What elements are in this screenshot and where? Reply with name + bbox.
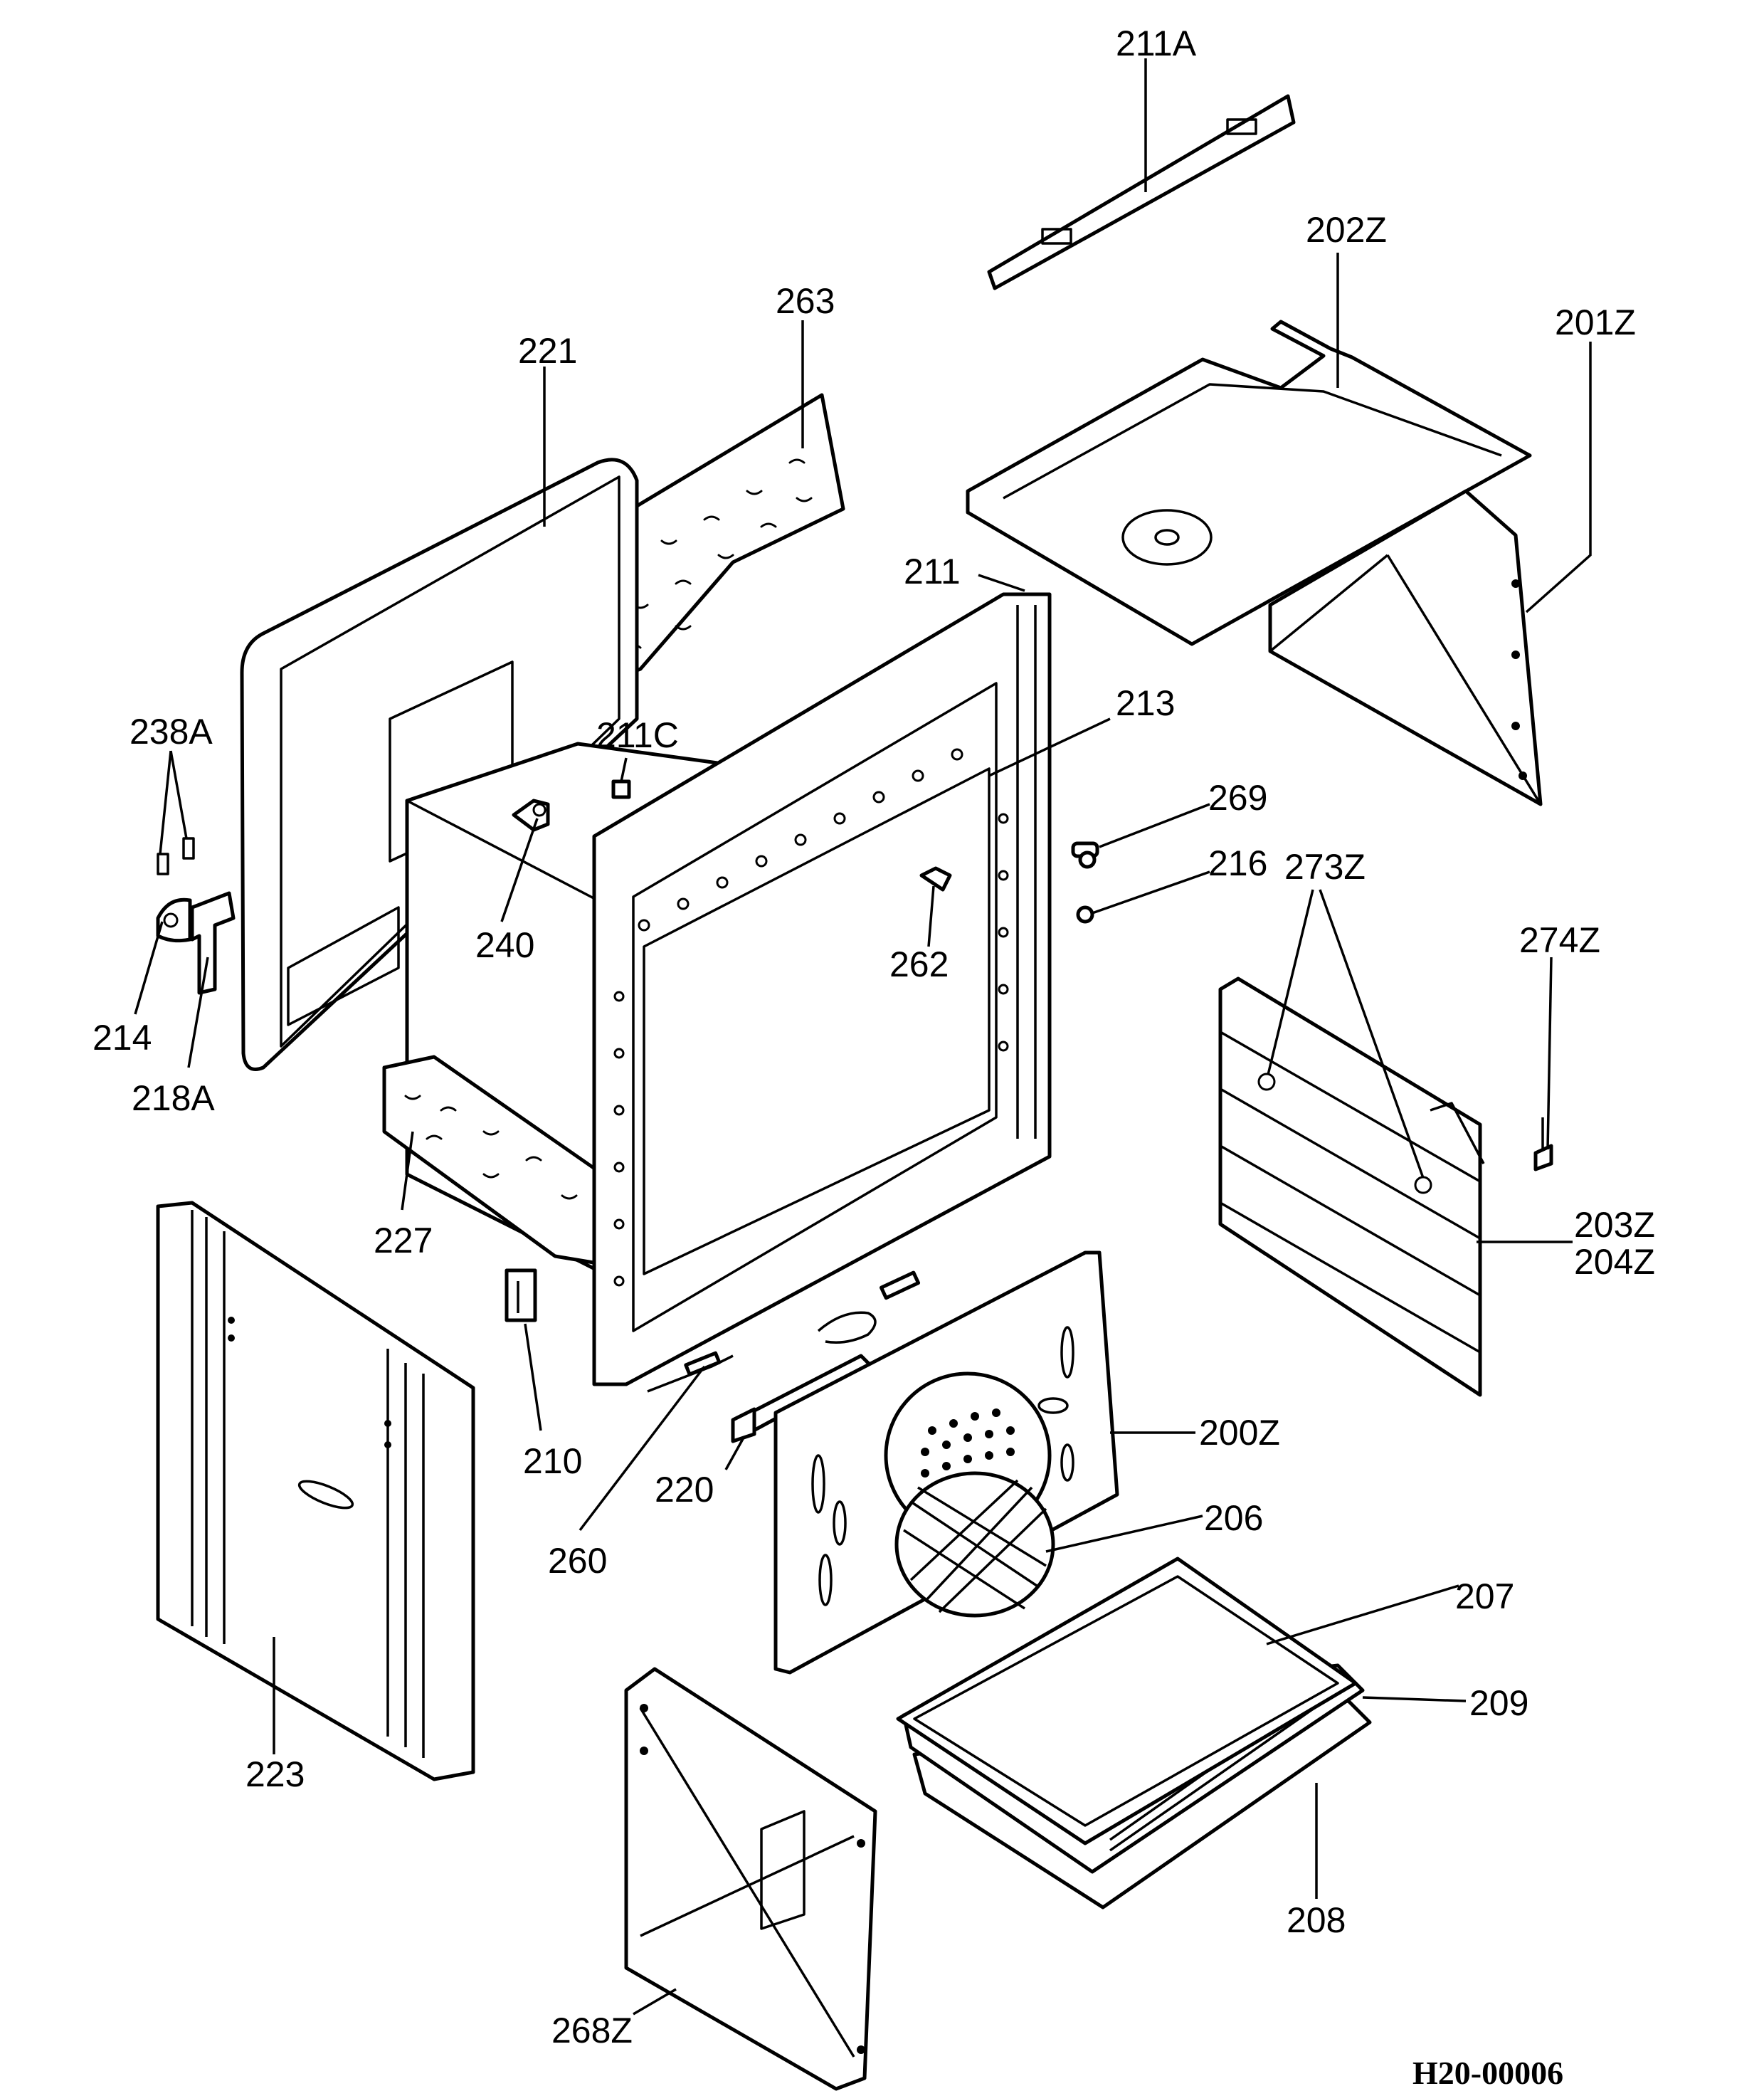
leader-lines (134, 58, 1592, 2016)
label-200Z: 200Z (1199, 1413, 1280, 1453)
label-202Z: 202Z (1306, 210, 1387, 250)
part-203Z-side-rack (1218, 976, 1485, 1397)
label-201Z: 201Z (1555, 302, 1636, 342)
label-203Z: 203Z (1574, 1205, 1655, 1245)
label-260: 260 (548, 1541, 607, 1581)
part-211A-bracket (987, 94, 1296, 290)
label-273Z: 273Z (1284, 847, 1366, 887)
part-211-front-frame (592, 592, 1052, 1386)
label-208: 208 (1287, 1900, 1346, 1940)
label-204Z: 204Z (1574, 1242, 1655, 1282)
label-223: 223 (245, 1754, 305, 1794)
part-214-hinge (156, 897, 192, 943)
label-209: 209 (1469, 1683, 1528, 1723)
label-213: 213 (1116, 683, 1175, 723)
label-274Z: 274Z (1519, 920, 1600, 960)
part-216-screw (1076, 905, 1094, 924)
label-206: 206 (1204, 1498, 1263, 1538)
part-211C-clip (611, 779, 631, 799)
part-262-clip (919, 866, 952, 892)
label-210: 210 (523, 1441, 582, 1481)
part-223-side-panel (156, 1201, 475, 1781)
label-263: 263 (776, 281, 835, 321)
label-268Z: 268Z (551, 2011, 633, 2050)
label-211C: 211C (596, 715, 679, 755)
part-221-side-panel (240, 458, 639, 1071)
part-201Z-liner (1268, 489, 1543, 806)
part-206-fan-grille (894, 1471, 1055, 1618)
part-218A-bracket (190, 891, 236, 995)
part-labels: 211A 202Z 201Z 263 221 211 213 211C 238A… (93, 23, 1655, 2050)
label-227: 227 (374, 1221, 433, 1260)
label-221: 221 (518, 331, 577, 371)
label-220: 220 (655, 1470, 714, 1510)
label-214: 214 (93, 1018, 152, 1058)
label-240: 240 (475, 925, 534, 965)
drawing-id: H20-00006 (1412, 2055, 1563, 2091)
label-211: 211 (904, 552, 961, 591)
part-274Z-screw (1533, 1117, 1553, 1171)
label-269: 269 (1208, 778, 1267, 818)
part-207-tray (896, 1557, 1358, 1845)
part-240-clip (512, 799, 550, 832)
part-268Z-outer-back (624, 1667, 877, 2091)
label-207: 207 (1455, 1576, 1514, 1616)
label-262: 262 (889, 944, 949, 984)
part-238A-screws (157, 837, 195, 875)
part-210-bracket (505, 1268, 537, 1322)
part-202Z-top-plate (966, 320, 1532, 646)
part-269-screw (1071, 841, 1099, 869)
part-260-probe (647, 1270, 921, 1393)
label-218A: 218A (132, 1078, 215, 1118)
label-216: 216 (1208, 843, 1267, 883)
label-211A: 211A (1116, 23, 1197, 63)
label-238A: 238A (130, 712, 213, 752)
